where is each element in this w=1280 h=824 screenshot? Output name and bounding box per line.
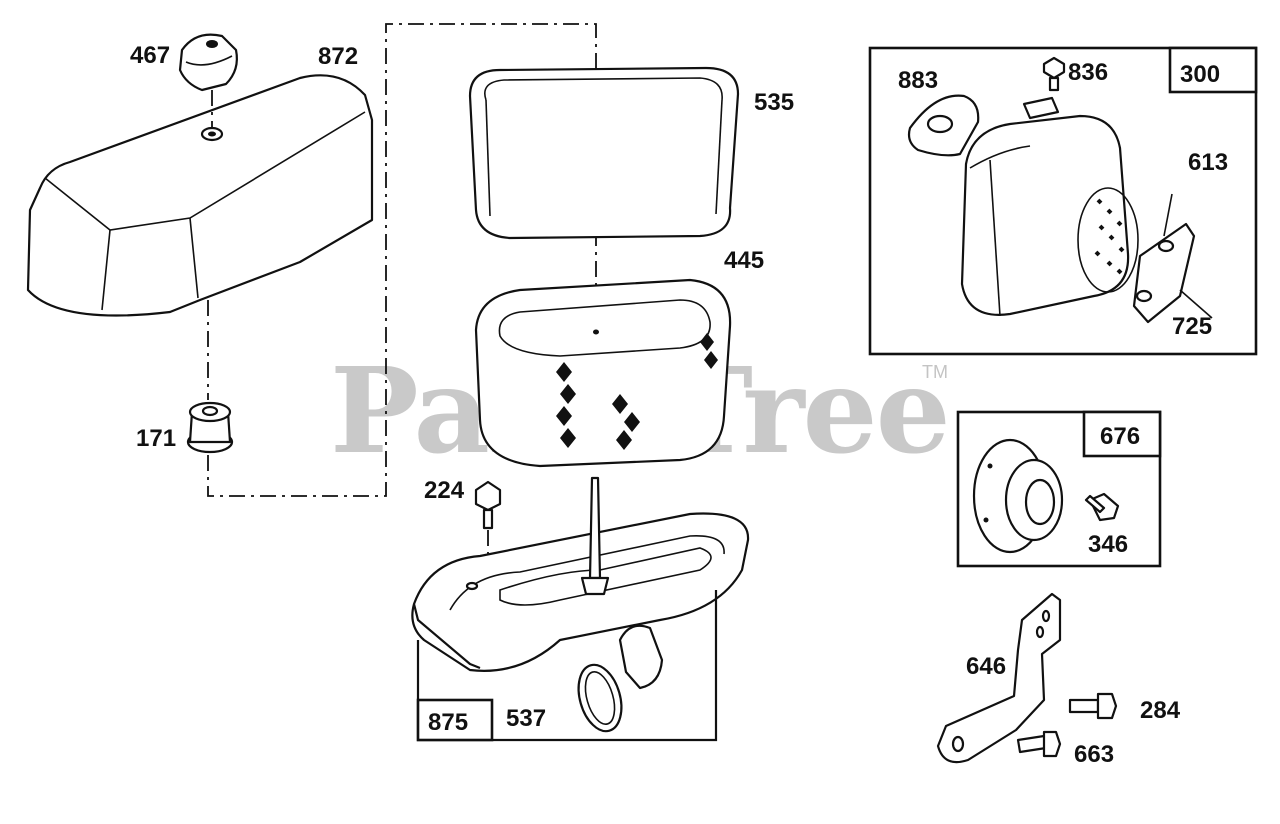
label-613: 613 <box>1188 149 1228 176</box>
adapter-part[interactable] <box>972 438 1064 554</box>
bracket-part[interactable] <box>936 592 1062 764</box>
label-725: 725 <box>1172 313 1212 340</box>
screw-346-part[interactable] <box>1084 492 1120 522</box>
screw-663-part[interactable] <box>1016 730 1062 758</box>
label-663: 663 <box>1074 741 1114 768</box>
kit-875-box <box>416 590 718 742</box>
label-284: 284 <box>1140 697 1181 724</box>
muffler-part[interactable] <box>960 96 1139 317</box>
label-883: 883 <box>898 67 938 94</box>
knob-part[interactable] <box>178 33 238 92</box>
label-875: 875 <box>428 709 468 736</box>
label-467: 467 <box>130 42 170 69</box>
gasket-part[interactable] <box>907 94 980 157</box>
deflector-part[interactable] <box>1132 193 1213 324</box>
label-300: 300 <box>1180 61 1220 88</box>
watermark-trademark: TM <box>922 362 948 382</box>
label-646: 646 <box>966 653 1006 680</box>
connector-lines <box>207 23 597 565</box>
air-cleaner-cover-part[interactable] <box>26 74 374 317</box>
label-537: 537 <box>506 705 546 732</box>
label-224: 224 <box>424 477 465 504</box>
label-171: 171 <box>136 425 176 452</box>
label-346: 346 <box>1088 531 1128 558</box>
label-445: 445 <box>724 247 764 274</box>
screw-284-part[interactable] <box>1068 692 1118 720</box>
screw-836-part[interactable] <box>1042 56 1066 92</box>
label-836: 836 <box>1068 59 1108 86</box>
o-ring-part[interactable] <box>571 660 628 736</box>
bolt-224-part[interactable] <box>474 480 502 530</box>
air-filter-part[interactable] <box>474 278 732 468</box>
base-part[interactable] <box>411 476 750 690</box>
grommet-part[interactable] <box>186 401 234 454</box>
label-535: 535 <box>754 89 794 116</box>
pre-cleaner-part[interactable] <box>468 66 740 240</box>
label-676: 676 <box>1100 423 1140 450</box>
label-872: 872 <box>318 43 358 70</box>
